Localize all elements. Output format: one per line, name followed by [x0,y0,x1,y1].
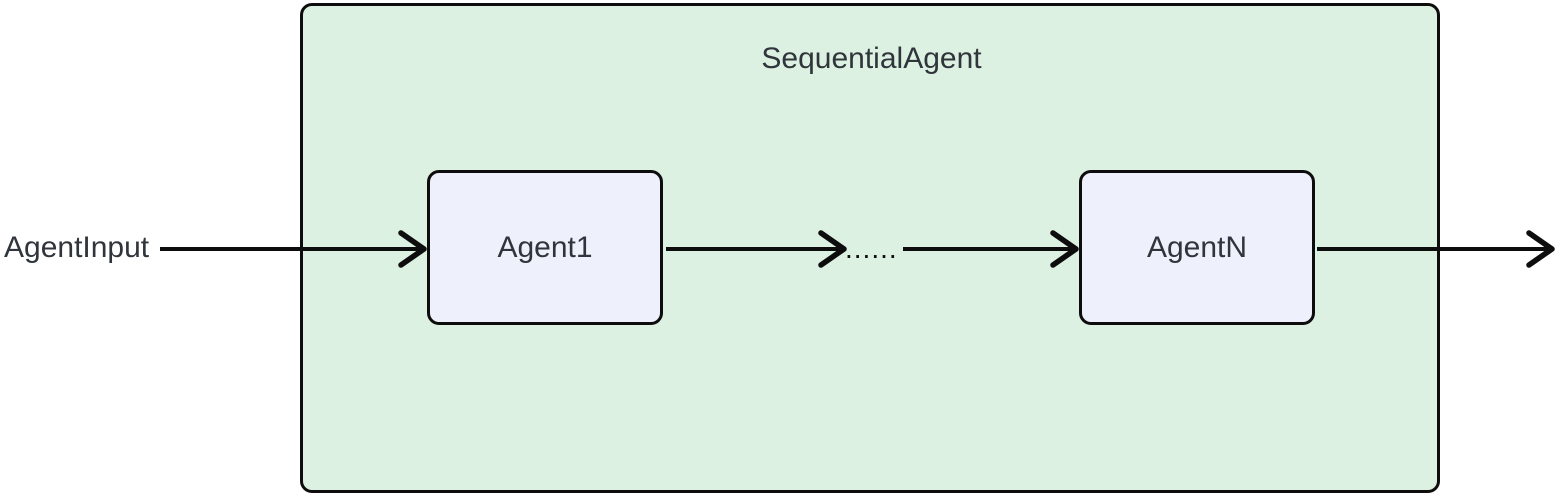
agent-input-label: AgentInput [4,231,150,264]
group-title: SequentialAgent [761,42,982,75]
ellipsis-label: ...... [845,233,898,264]
node-agent1: Agent1 [427,170,663,325]
node-agentn: AgentN [1079,170,1315,325]
node-agent1-label: Agent1 [497,230,593,264]
node-agentn-label: AgentN [1146,230,1248,264]
